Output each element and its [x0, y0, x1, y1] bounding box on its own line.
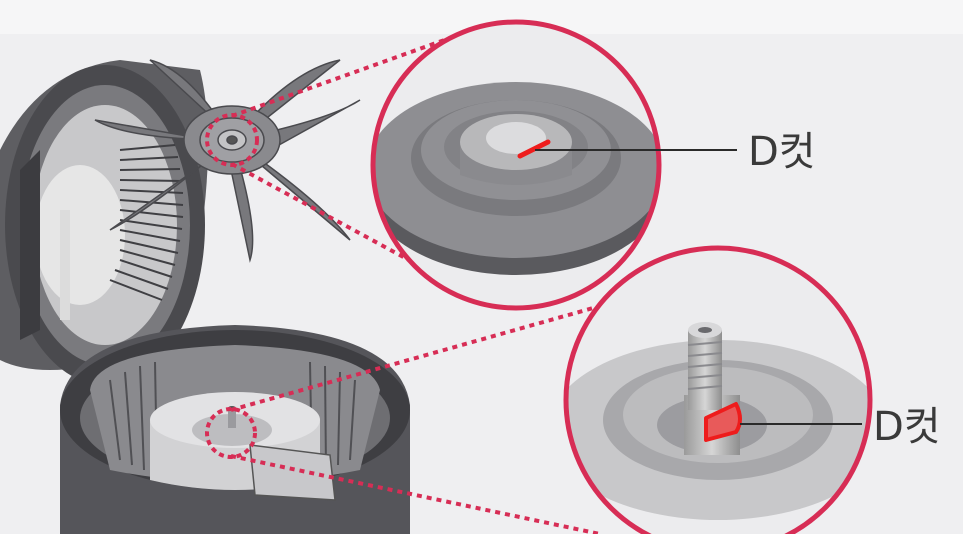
callout-circle-bottom	[563, 245, 873, 534]
d-cut-highlight-bottom	[704, 402, 742, 442]
d-cut-highlight-top	[517, 139, 551, 159]
callout-label-bottom: D컷	[873, 404, 941, 450]
callout-label-top: D컷	[748, 129, 816, 175]
fan-housing-lid	[0, 60, 208, 385]
fan-impeller	[94, 59, 361, 263]
motor-base-housing	[60, 325, 410, 534]
callout-circle-top	[370, 19, 662, 311]
